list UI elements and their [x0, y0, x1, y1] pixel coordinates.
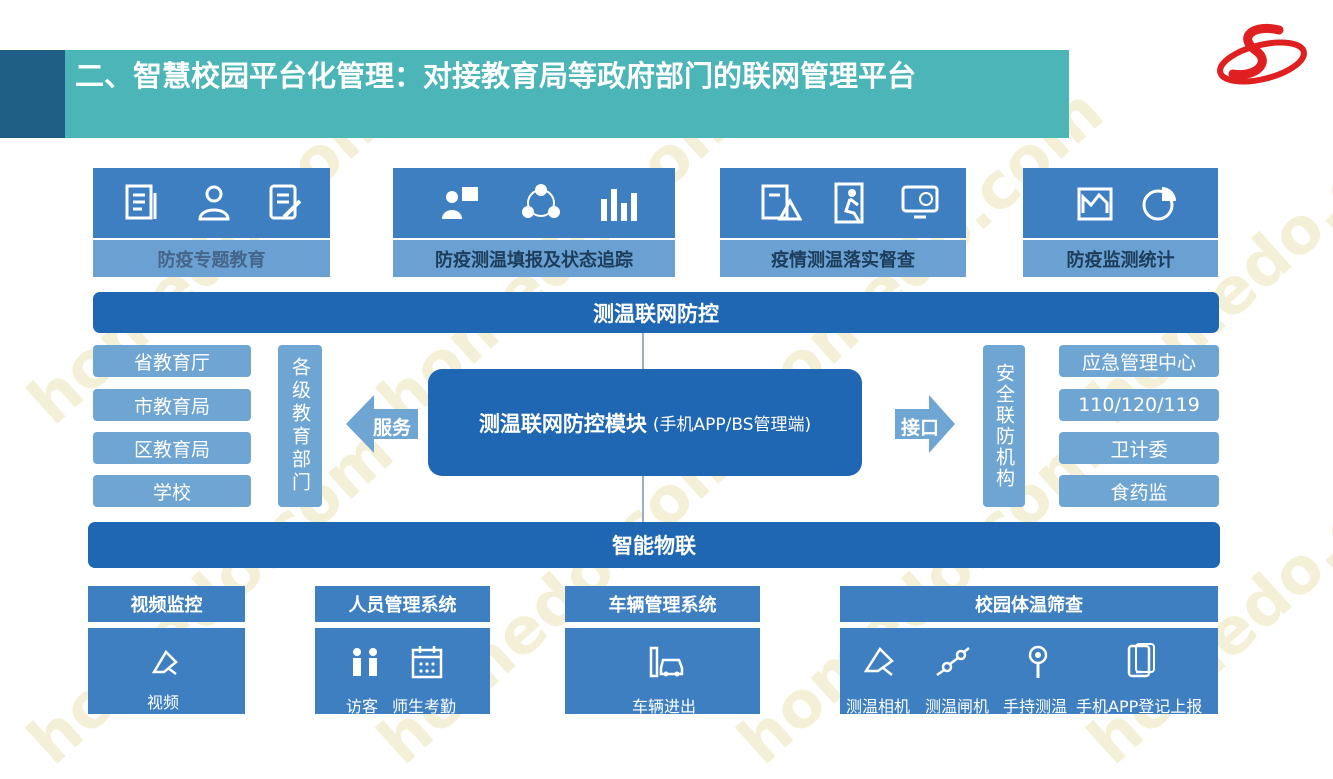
bar-chart-icon — [601, 189, 637, 221]
left-list-item: 市教育局 — [93, 389, 251, 421]
group-body — [315, 628, 490, 714]
interface-arrow-icon — [895, 395, 955, 453]
gate-icon — [936, 647, 970, 677]
item-label: 师生考勤 — [392, 697, 457, 716]
left-vertical-label: 各级教育部门 — [278, 345, 322, 507]
user-icon — [198, 185, 230, 221]
center-module: 测温联网防控模块 (手机APP/BS管理端) — [428, 369, 862, 476]
edit-document-icon — [269, 184, 302, 220]
service-arrow-icon — [346, 395, 418, 453]
card-label: 防疫监测统计 — [1023, 240, 1218, 277]
item-label: 手持测温 — [1003, 697, 1068, 716]
item-label: 车辆进出 — [632, 697, 697, 716]
network-icon — [522, 184, 560, 218]
right-vertical-label: 安全联防机构 — [983, 345, 1025, 507]
group-header: 人员管理系统 — [315, 586, 490, 622]
company-logo — [1217, 23, 1307, 85]
left-list-item: 省教育厅 — [93, 345, 251, 377]
item-label: 访客 — [346, 697, 379, 716]
people-icon — [353, 648, 377, 676]
group-body — [565, 628, 760, 714]
item-label: 测温闸机 — [925, 697, 990, 716]
center-module-title: 测温联网防控模块 — [478, 411, 647, 436]
card-label: 防疫测温填报及状态追踪 — [393, 240, 675, 277]
thermal-camera-icon — [863, 647, 894, 676]
right-list-item: 卫计委 — [1059, 432, 1219, 464]
pie-chart-icon — [1142, 187, 1176, 221]
right-list-item: 应急管理中心 — [1059, 345, 1219, 377]
item-label: 手机APP登记上报 — [1076, 697, 1203, 716]
card-icon-area — [93, 168, 330, 238]
group-header: 车辆管理系统 — [565, 586, 760, 622]
right-list-item: 110/120/119 — [1059, 389, 1219, 421]
card-icon-area — [393, 168, 675, 238]
group-body — [840, 628, 1218, 714]
camera-icon — [151, 649, 178, 675]
card-icon-area — [1023, 168, 1218, 238]
left-vertical-text: 各级教育部门 — [289, 357, 311, 495]
presenter-icon — [442, 187, 478, 219]
title-accent-bar — [0, 50, 65, 138]
warning-report-icon — [761, 184, 802, 221]
group-header: 视频监控 — [88, 586, 245, 622]
right-list-item: 食药监 — [1059, 475, 1219, 507]
card-label: 防疫专题教育 — [93, 240, 330, 277]
left-list-item: 学校 — [93, 475, 251, 507]
chart-icon — [1077, 187, 1113, 221]
group-header: 校园体温筛查 — [840, 586, 1218, 622]
calendar-icon — [411, 646, 443, 679]
item-label: 视频 — [147, 693, 180, 712]
interface-label: 接口 — [900, 417, 939, 439]
center-module-subtitle: (手机APP/BS管理端) — [652, 415, 812, 435]
card-label: 疫情测温落实督查 — [720, 240, 966, 277]
connector-line — [642, 476, 644, 522]
left-list-item: 区教育局 — [93, 432, 251, 464]
band-top: 测温联网防控 — [93, 292, 1219, 333]
page-title: 二、智慧校园平台化管理：对接教育局等政府部门的联网管理平台 — [65, 50, 1069, 138]
band-bottom: 智能物联 — [88, 522, 1220, 568]
handheld-thermometer-icon — [1028, 645, 1048, 678]
service-label: 服务 — [372, 417, 411, 439]
document-icon — [125, 184, 157, 220]
card-icon-area — [720, 168, 966, 238]
exit-icon — [834, 182, 864, 224]
item-label: 测温相机 — [846, 697, 911, 716]
connector-line — [642, 333, 644, 369]
phone-icon — [1127, 643, 1155, 678]
right-vertical-text: 安全联防机构 — [993, 363, 1015, 489]
car-icon — [649, 646, 684, 678]
monitor-icon — [901, 185, 939, 219]
